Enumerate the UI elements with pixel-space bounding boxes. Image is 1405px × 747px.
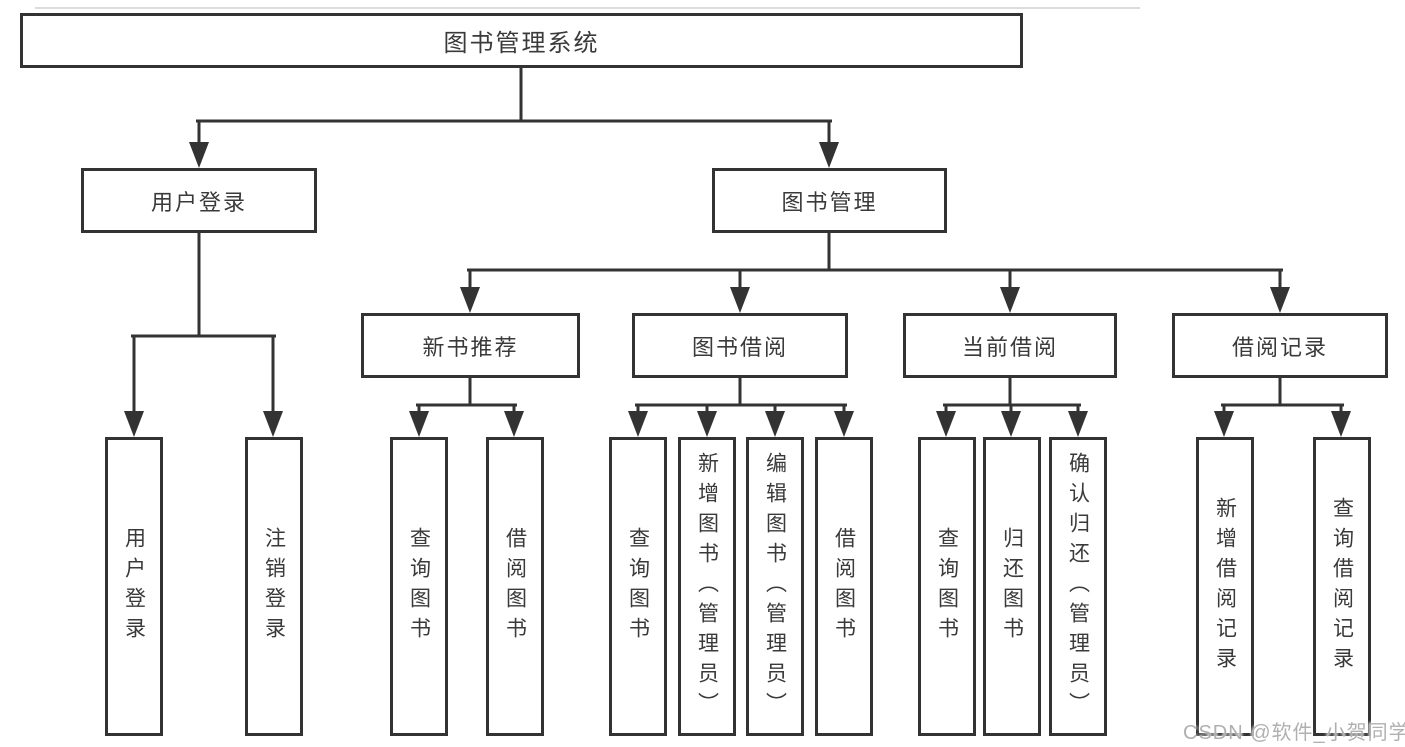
node-label: 查询图书 (407, 526, 431, 647)
connector-strokes (131, 66, 1344, 419)
node-new-book-recommendation: 新书推荐 (361, 313, 580, 378)
node-label: 用户登录 (122, 526, 146, 647)
leaf-add-books-admin: 新增图书（管理员） (678, 437, 736, 736)
leaf-return-books: 归还图书 (983, 437, 1041, 736)
leaf-confirm-return-admin: 确认归还（管理员） (1049, 437, 1107, 736)
node-book-management: 图书管理 (712, 168, 947, 233)
node-label: 图书管理 (781, 189, 878, 215)
leaf-logout: 注销登录 (245, 437, 303, 736)
leaf-query-books-recommend: 查询图书 (390, 437, 448, 736)
node-library-management-system: 图书管理系统 (20, 13, 1023, 68)
node-label: 注销登录 (262, 526, 286, 647)
node-label: 借阅图书 (832, 526, 856, 647)
node-user-login: 用户登录 (81, 168, 317, 233)
leaf-borrow-books-borrowing: 借阅图书 (815, 437, 873, 736)
node-label: 新增图书（管理员） (695, 451, 719, 722)
node-label: 查询图书 (626, 526, 650, 647)
node-label: 新增借阅记录 (1213, 496, 1237, 677)
leaf-query-books-borrowing: 查询图书 (609, 437, 667, 736)
leaf-borrow-books-recommend: 借阅图书 (486, 437, 544, 736)
node-label: 编辑图书（管理员） (763, 451, 787, 722)
page-edge-line (35, 7, 1140, 9)
node-borrowing-records: 借阅记录 (1172, 313, 1388, 378)
node-label: 图书借阅 (691, 334, 788, 360)
node-book-borrowing: 图书借阅 (632, 313, 848, 378)
node-label: 查询借阅记录 (1330, 496, 1354, 677)
leaf-user-login: 用户登录 (105, 437, 163, 736)
node-label: 查询图书 (935, 526, 959, 647)
leaf-query-borrow-record: 查询借阅记录 (1313, 437, 1371, 736)
leaf-add-borrow-record: 新增借阅记录 (1196, 437, 1254, 736)
node-label: 图书管理系统 (443, 30, 600, 57)
node-label: 借阅记录 (1231, 334, 1328, 360)
node-label: 确认归还（管理员） (1066, 451, 1090, 722)
leaf-query-books-current: 查询图书 (918, 437, 976, 736)
node-label: 借阅图书 (503, 526, 527, 647)
node-label: 用户登录 (150, 189, 247, 215)
node-label: 归还图书 (1000, 526, 1024, 647)
leaf-edit-books-admin: 编辑图书（管理员） (746, 437, 804, 736)
csdn-watermark: CSDN @软件_小贺同学 (1183, 722, 1405, 744)
arrowheads (124, 142, 1351, 437)
node-label: 当前借阅 (961, 334, 1058, 360)
node-current-borrowing: 当前借阅 (903, 313, 1117, 378)
node-label: 新书推荐 (422, 334, 519, 360)
